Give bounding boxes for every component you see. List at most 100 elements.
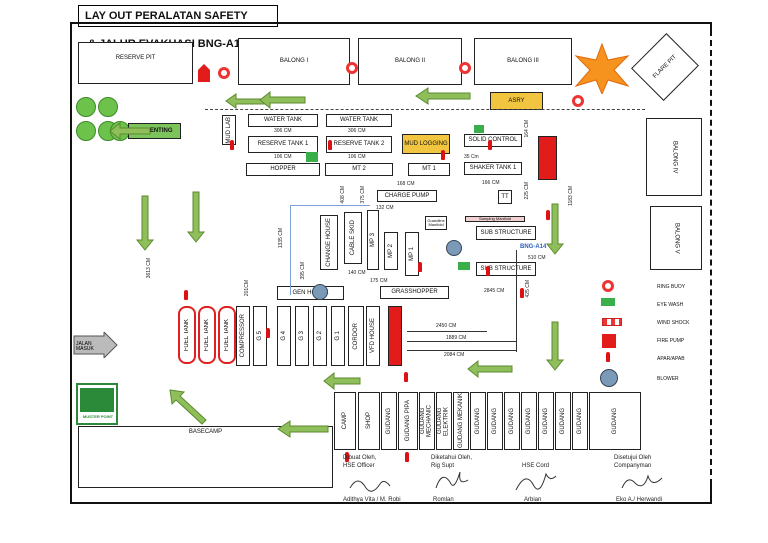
generator-g1: G 1 — [331, 306, 345, 366]
dim-label: 106 CM — [348, 154, 366, 160]
ring-buoy-icon — [346, 62, 358, 74]
gudang-pipa: GUDANG PIPA — [398, 392, 418, 450]
gudang-mekanik: GUDANG MEKANIK — [453, 392, 469, 450]
signature-title-3: HSE Cord — [522, 463, 550, 469]
well-label: BNG-A14 — [520, 244, 547, 250]
charge-pump: CHARGE PUMP — [377, 190, 437, 202]
dimension-line — [407, 350, 517, 351]
generator-g4: G 4 — [277, 306, 291, 366]
site-boundary-right-gap — [705, 30, 714, 485]
signature-title-4: Companyman — [614, 463, 652, 469]
signature-name-2: Romlan — [433, 497, 454, 503]
shaker-tank: SHAKER TANK 1 — [464, 162, 522, 175]
signature-title-2: Rig Supt — [431, 463, 455, 469]
dim-label: 2450 CM — [436, 323, 457, 329]
fire-exit-arrow-icon — [198, 64, 210, 70]
eye-wash-sign-icon — [474, 125, 484, 133]
gudang-f: GUDANG — [538, 392, 554, 450]
signature-name-1: Adithya Vita / M. Robi — [343, 497, 401, 503]
gudang-b: GUDANG — [470, 392, 486, 450]
site-boundary-right — [708, 30, 712, 485]
reserve-tank-2: RESERVE TANK 2 — [326, 136, 392, 153]
fire-extinguisher-icon — [546, 210, 550, 220]
fuel-tank-1: FUEL TANK — [178, 306, 196, 364]
dim-label: 166 CM — [482, 180, 500, 186]
gudang-e: GUDANG — [521, 392, 537, 450]
muster-point-label: MUSTER POINT — [82, 414, 114, 419]
mp3: MP 3 — [367, 210, 379, 270]
dim-label: 306 CM — [348, 128, 366, 134]
gudang-g: GUDANG — [555, 392, 571, 450]
gudang-shop: SHOP — [358, 392, 380, 450]
vfd-house: VFD HOUSE — [366, 306, 380, 366]
generator-g3: G 3 — [295, 306, 309, 366]
guardline-manifold: Guardline Manifold — [425, 216, 447, 230]
fire-pump-box — [538, 136, 557, 180]
mud-lab: MUD LAB — [222, 115, 236, 145]
signature-scribble-4 — [621, 474, 663, 489]
signature-scribble-1 — [349, 480, 391, 492]
legend-blower: BLOWER — [657, 376, 679, 382]
dimension-line — [290, 205, 370, 206]
legend-wind-sock: WIND SHOCK — [657, 320, 690, 326]
legend-apar-icon — [606, 352, 610, 362]
fire-extinguisher-icon — [441, 150, 445, 160]
mud-logging: MUD LOGGING — [402, 134, 450, 154]
boundary-dashed-line — [205, 109, 645, 110]
basecamp: BASECAMP — [78, 426, 333, 488]
title-line1: LAY OUT PERALATAN SAFETY — [85, 9, 248, 22]
tree-icon — [76, 97, 96, 117]
signature-role-1: Dibuat Oleh, — [343, 455, 377, 461]
ring-buoy-icon — [218, 67, 230, 79]
samping-manifold: Samping Manifold — [465, 216, 525, 222]
fuel-tank-3: FUEL TANK — [218, 306, 236, 364]
hopper: HOPPER — [246, 163, 320, 176]
tree-icon — [98, 97, 118, 117]
fire-extinguisher-icon — [266, 328, 270, 338]
legend-fire-pump: FIRE PUMP — [657, 338, 685, 344]
mp2: MP 2 — [384, 232, 398, 270]
fire-extinguisher-icon — [488, 140, 492, 150]
legend-wind-sock-icon — [602, 318, 622, 326]
title-box: LAY OUT PERALATAN SAFETY — [78, 5, 278, 27]
gudang-elektrik: GUDANG ELEKTRIK — [436, 392, 452, 450]
mt2: MT 2 — [325, 163, 393, 176]
change-house: CHANGE HOUSE — [320, 215, 338, 270]
fire-extinguisher-icon — [345, 452, 349, 462]
blower-icon — [312, 284, 328, 300]
tt: TT — [498, 190, 512, 204]
gudang-i: GUDANG — [589, 392, 641, 450]
legend-fire-pump-icon — [602, 334, 616, 348]
mp1: MP 1 — [405, 232, 419, 276]
entrance-arrow-icon — [73, 332, 118, 358]
generator-g2: G 2 — [313, 306, 327, 366]
balong-1: BALONG I — [238, 38, 350, 85]
sub-structure-1: SUB STRUCTURE — [476, 226, 536, 240]
sub-structure-2: SUB STRUCTURE — [476, 262, 536, 276]
fire-extinguisher-icon — [184, 290, 188, 300]
dim-label: 132 CM — [376, 205, 394, 211]
dim-label: 2845 CM — [484, 288, 505, 294]
eye-wash-sign-icon — [458, 262, 470, 270]
balong-4: BALONG IV — [646, 118, 702, 196]
dim-label: 140 CM — [348, 270, 366, 276]
gudang-a: GUDANG — [381, 392, 397, 450]
cordor: CORDOR — [348, 306, 364, 366]
fire-extinguisher-icon — [418, 262, 422, 272]
legend-eye-wash-icon — [601, 298, 615, 306]
dimension-line-vertical — [290, 205, 291, 295]
muster-point-icon — [80, 388, 114, 412]
legend-apar: APAR/APAB — [657, 356, 685, 362]
tree-icon — [76, 121, 96, 141]
signature-title-1: HSE Officer — [343, 463, 375, 469]
reserve-tank-1: RESERVE TANK 1 — [248, 136, 318, 153]
eye-wash-sign-icon — [306, 152, 318, 162]
dimension-line — [407, 331, 487, 332]
water-tank-1: WATER TANK — [248, 114, 318, 127]
balong-5: BALONG V — [650, 206, 702, 270]
legend-blower-icon — [600, 369, 618, 387]
fire-pump-unit — [388, 306, 402, 366]
dim-label: 510 CM — [528, 255, 546, 261]
dim-label: 306 CM — [274, 128, 292, 134]
